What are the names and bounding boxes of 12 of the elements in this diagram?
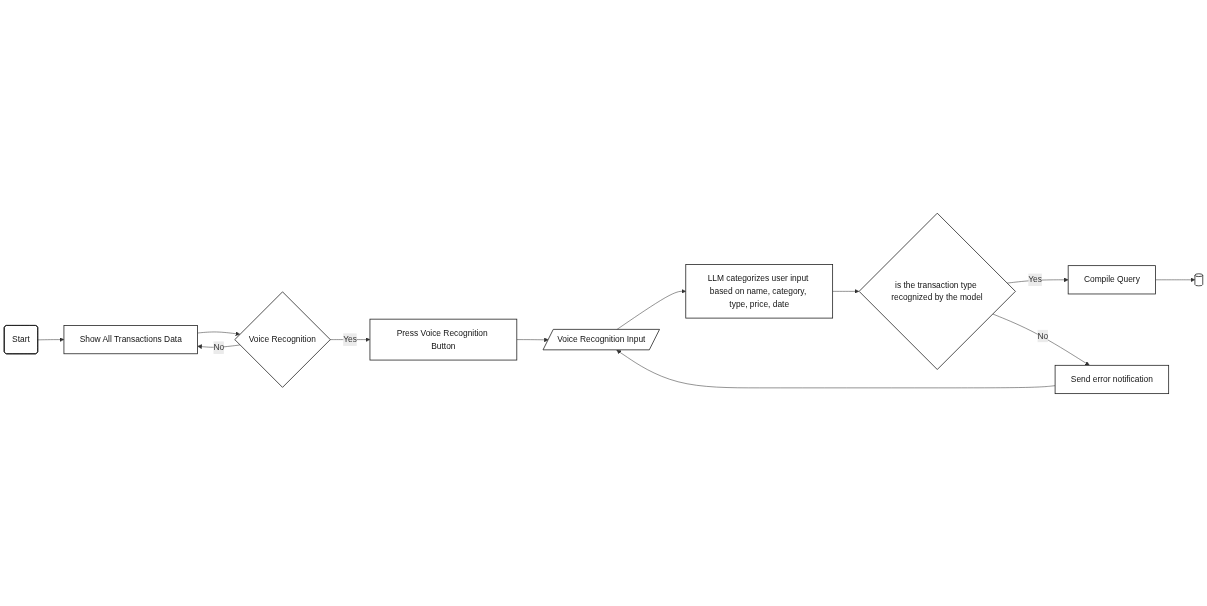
node-box: LLM categorizes user input based on name, category, type, price, date	[685, 263, 834, 319]
edge-label: Yes	[1028, 274, 1042, 284]
node-box: Compile Query	[1067, 264, 1156, 294]
node-diamond: is the transaction type recognized by the model	[858, 212, 1016, 370]
edge-label: No	[1037, 330, 1049, 340]
node-box: Press Voice Recognition Button	[369, 318, 518, 361]
node-box: Send error notification	[1054, 364, 1170, 394]
node-diamond: Voice Recognition	[234, 291, 331, 388]
edge-label: No	[213, 342, 225, 352]
edge-label: Yes	[343, 334, 357, 344]
node-box: Show All Transactions Data	[63, 324, 198, 354]
node-cylinder	[1194, 272, 1204, 286]
